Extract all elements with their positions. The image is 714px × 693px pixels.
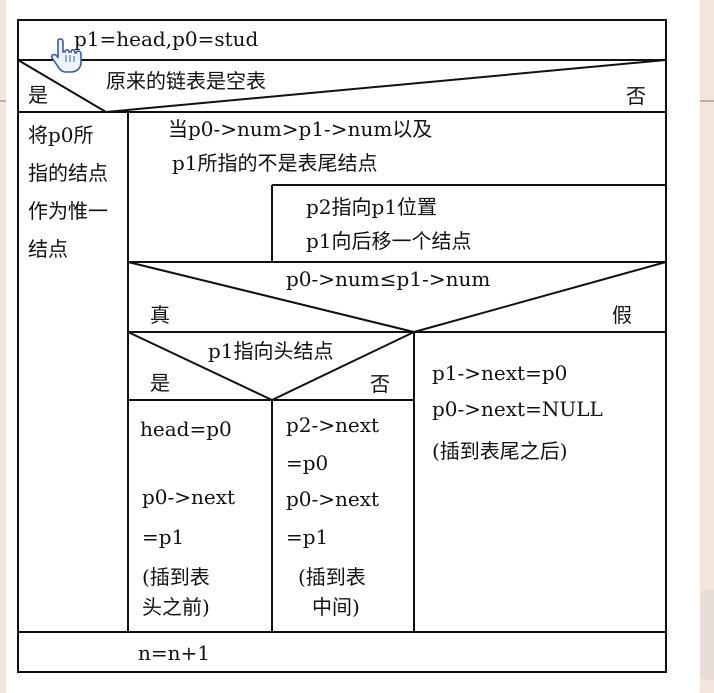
cond2-question: p0->num≤p1->num xyxy=(286,267,490,291)
middle-action-line: (插到表 xyxy=(298,565,366,589)
head-action-line: head=p0 xyxy=(140,417,232,441)
tail-action-line: (插到表尾之后) xyxy=(432,439,568,463)
empty-action-line: 结点 xyxy=(28,237,68,261)
loop-body-line: p1向后移一个结点 xyxy=(306,229,472,253)
middle-action-line: p2->next xyxy=(286,413,379,437)
cond3-no-label: 否 xyxy=(370,372,390,396)
cond1-diagonal-right xyxy=(105,59,667,113)
empty-action-line: 指的结点 xyxy=(28,161,108,185)
middle-action-line: p0->next xyxy=(286,487,379,511)
outer-frame xyxy=(17,19,667,673)
tail-action-line: p1->next=p0 xyxy=(432,361,567,385)
final-statement: n=n+1 xyxy=(138,641,210,665)
cond1-yes-label: 是 xyxy=(28,83,48,107)
cond3-question: p1指向头结点 xyxy=(208,339,334,363)
head-action-line: =p1 xyxy=(142,525,184,549)
head-action-line: (插到表 xyxy=(142,565,210,589)
tail-action-line: p0->next=NULL xyxy=(432,397,603,421)
diagram-lines xyxy=(17,19,667,673)
cond2-diagonal-left xyxy=(127,261,415,333)
head-action-line: p0->next xyxy=(142,485,235,509)
cond3-diagonal-right xyxy=(271,331,415,401)
head-action-line: 头之前) xyxy=(142,595,210,619)
middle-action-line: =p0 xyxy=(286,451,328,475)
ns-chart-panel xyxy=(6,0,700,693)
cond3-diagonal-left xyxy=(127,331,273,401)
middle-action-line: 中间) xyxy=(312,595,360,619)
init-statement: p1=head,p0=stud xyxy=(74,27,259,51)
empty-action-line: 将p0所 xyxy=(28,123,94,147)
cond1-question: 原来的链表是空表 xyxy=(106,69,266,93)
cond2-false-label: 假 xyxy=(612,303,632,327)
cond3-yes-label: 是 xyxy=(150,371,170,395)
cond2-true-label: 真 xyxy=(150,303,170,327)
middle-action-line: =p1 xyxy=(286,525,328,549)
cond1-diagonal-left xyxy=(17,59,107,113)
side-edge-panel xyxy=(700,590,714,680)
cond2-diagonal-right xyxy=(413,261,667,333)
empty-action-line: 作为惟一 xyxy=(28,199,108,223)
loop-body-line: p2指向p1位置 xyxy=(306,195,437,219)
loop-condition-line: 当p0->num>p1->num以及 xyxy=(168,117,432,141)
cond1-no-label: 否 xyxy=(626,84,646,108)
hand-pointer-icon xyxy=(51,38,82,73)
loop-condition-line: p1所指的不是表尾结点 xyxy=(172,151,378,175)
